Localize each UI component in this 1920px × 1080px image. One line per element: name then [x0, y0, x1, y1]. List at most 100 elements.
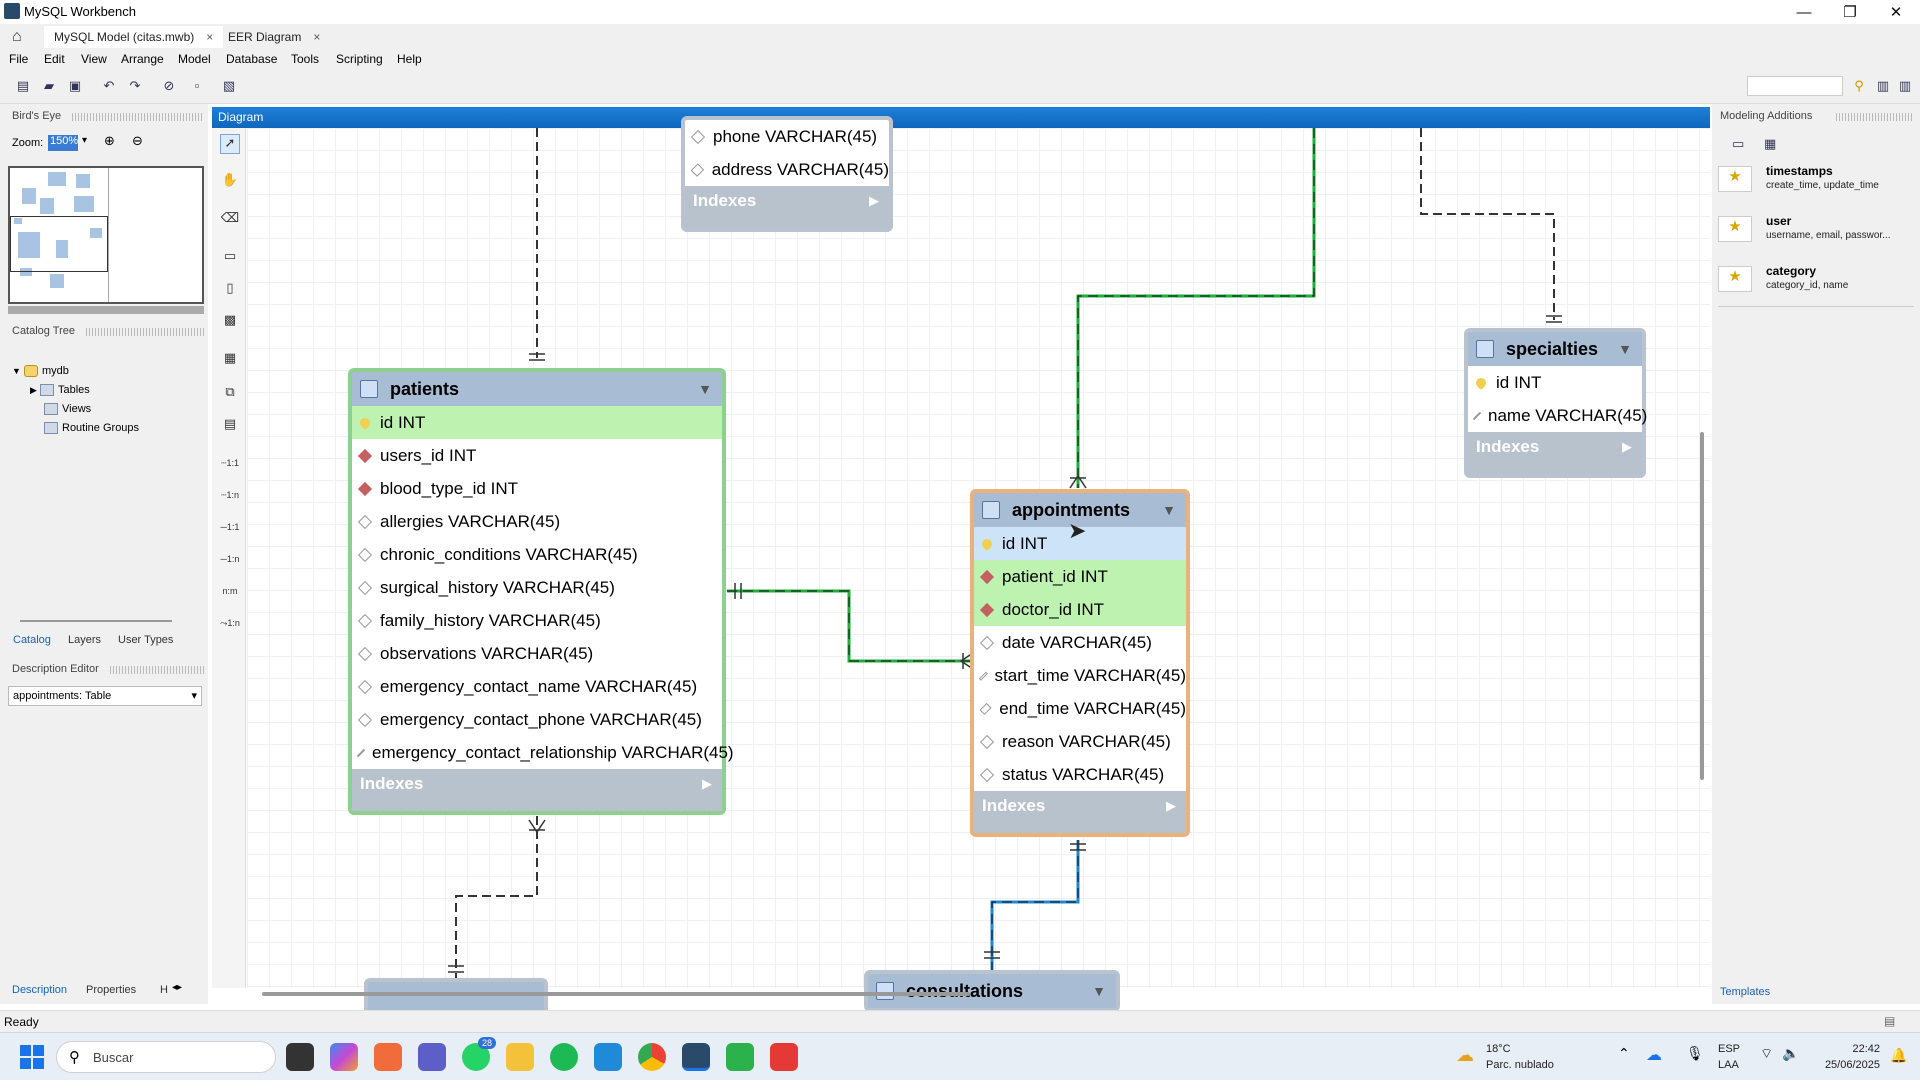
viewport-rectangle[interactable] — [10, 216, 108, 272]
taskbar-search[interactable]: ⚲ Buscar — [56, 1041, 276, 1073]
app-icon-red[interactable] — [770, 1043, 798, 1071]
table-column[interactable]: date VARCHAR(45) — [974, 626, 1186, 659]
expand-right-icon[interactable]: ▶ — [702, 776, 712, 791]
table-column[interactable]: id INT — [352, 406, 722, 439]
indexes-section[interactable]: Indexes▶ — [974, 791, 1186, 821]
table-column[interactable]: id INT — [1468, 366, 1642, 399]
relationship-n-m-icon[interactable]: n:m — [222, 586, 238, 596]
diagram-canvas[interactable]: phone VARCHAR(45) address VARCHAR(45) In… — [247, 116, 1710, 1020]
new-file-icon[interactable]: ▤ — [16, 78, 30, 93]
wifi-icon[interactable]: ⌔ — [1760, 1045, 1774, 1061]
layer-tool-icon[interactable]: ▭ — [223, 248, 237, 263]
keyboard-layout[interactable]: LAA — [1718, 1059, 1739, 1071]
tab-layers[interactable]: Layers — [68, 634, 102, 646]
chevron-down-icon[interactable]: ▾ — [82, 135, 88, 146]
clock-time[interactable]: 22:42 — [1852, 1043, 1880, 1055]
menu-tools[interactable]: Tools — [291, 52, 320, 66]
export-icon[interactable]: ▧ — [222, 78, 236, 93]
table-header[interactable]: consultations▼ — [868, 974, 1116, 1008]
table-column[interactable]: surgical_history VARCHAR(45) — [352, 571, 722, 604]
vertical-scrollbar[interactable] — [1700, 432, 1704, 780]
edit-template-icon[interactable]: ▦ — [1764, 136, 1777, 151]
tab-model[interactable]: MySQL Model (citas.mwb)× — [44, 26, 224, 48]
find-icon[interactable]: ⚲ — [1854, 78, 1864, 93]
tree-node-mydb[interactable]: ▼ mydb — [12, 365, 69, 378]
horizontal-scrollbar[interactable] — [262, 992, 970, 996]
zoom-in-icon[interactable]: ⊕ — [104, 133, 115, 148]
spotify-icon[interactable] — [550, 1043, 578, 1071]
expand-icon[interactable]: ▼ — [12, 366, 21, 376]
layout-right-icon[interactable]: ▥ — [1898, 78, 1912, 93]
tree-node-views[interactable]: Views — [44, 403, 91, 416]
relationship-line[interactable] — [455, 816, 538, 982]
addition-timestamps[interactable]: ★ timestamps create_time, update_time — [1718, 162, 1918, 204]
view-tool-icon[interactable]: ⧉ — [225, 384, 235, 399]
menu-file[interactable]: File — [9, 52, 29, 66]
tree-node-tables[interactable]: ▶ Tables — [30, 384, 90, 397]
clock-date[interactable]: 25/06/2025 — [1824, 1059, 1880, 1071]
table-column[interactable]: observations VARCHAR(45) — [352, 637, 722, 670]
tree-node-routine-groups[interactable]: Routine Groups — [44, 422, 139, 435]
tab-eer-diagram[interactable]: EER Diagram× — [218, 26, 330, 48]
toggle-grid-icon[interactable]: ⊘ — [163, 78, 175, 93]
relationship-1-1-icon[interactable]: ┄1:1 — [221, 458, 239, 468]
table-tool-icon[interactable]: ▦ — [223, 350, 237, 365]
menu-view[interactable]: View — [81, 52, 107, 66]
tab-templates[interactable]: Templates — [1720, 986, 1771, 998]
collapse-icon[interactable]: ▼ — [698, 381, 712, 397]
onedrive-icon[interactable]: ☁ — [1646, 1047, 1662, 1064]
relationship-line[interactable] — [1420, 128, 1555, 320]
pointer-tool-icon[interactable]: ➚ — [220, 134, 240, 154]
save-icon[interactable]: ▣ — [68, 78, 82, 93]
horizontal-scrollbar[interactable] — [20, 620, 172, 622]
align-icon[interactable]: ▫ — [194, 78, 200, 93]
hand-tool-icon[interactable]: ✋ — [221, 172, 239, 187]
table-column[interactable]: emergency_contact_phone VARCHAR(45) — [352, 703, 722, 736]
expand-right-icon[interactable]: ▶ — [1622, 439, 1632, 454]
app-icon-green[interactable] — [726, 1043, 754, 1071]
addition-category[interactable]: ★ category category_id, name — [1718, 262, 1918, 304]
tab-history[interactable]: H — [160, 984, 168, 996]
indexes-section[interactable]: Indexes▶ — [352, 769, 722, 799]
menu-edit[interactable]: Edit — [44, 52, 65, 66]
table-column[interactable]: doctor_id INT — [974, 593, 1186, 626]
relationship-line-selected[interactable] — [727, 589, 973, 663]
note-tool-icon[interactable]: ▯ — [226, 280, 234, 295]
expand-right-icon[interactable]: ▶ — [1166, 798, 1176, 813]
microphone-icon[interactable]: 🎙 — [1686, 1045, 1704, 1061]
table-column[interactable]: emergency_contact_name VARCHAR(45) — [352, 670, 722, 703]
table-column[interactable]: id INT — [974, 527, 1186, 560]
relationship-line-selected[interactable] — [1076, 128, 1316, 488]
table-column[interactable]: patient_id INT — [974, 560, 1186, 593]
tab-user-types[interactable]: User Types — [118, 634, 174, 646]
volume-icon[interactable]: 🔈 — [1782, 1045, 1800, 1061]
windows-start-icon[interactable] — [20, 1045, 44, 1069]
table-column[interactable]: allergies VARCHAR(45) — [352, 505, 722, 538]
home-icon[interactable]: ⌂ — [12, 28, 22, 45]
zoom-input[interactable]: 150% — [48, 135, 78, 151]
zoom-out-icon[interactable]: ⊖ — [132, 133, 143, 148]
undo-icon[interactable]: ↶ — [103, 78, 115, 93]
table-header[interactable]: specialties▼ — [1468, 332, 1642, 366]
chevron-up-icon[interactable]: ⌃ — [1618, 1045, 1630, 1061]
table-column[interactable]: start_time VARCHAR(45) — [974, 659, 1186, 692]
table-header[interactable]: appointments▼ — [974, 493, 1186, 527]
collapse-icon[interactable]: ▼ — [1092, 983, 1106, 999]
vscode-icon[interactable] — [594, 1043, 622, 1071]
layout-left-icon[interactable]: ▥ — [1876, 78, 1890, 93]
add-template-icon[interactable]: ▭ — [1732, 136, 1745, 151]
table-column[interactable]: reason VARCHAR(45) — [974, 725, 1186, 758]
birds-eye-overview[interactable] — [8, 166, 204, 304]
table-column[interactable]: users_id INT — [352, 439, 722, 472]
chrome-icon[interactable] — [638, 1043, 666, 1071]
relationship-1-1-identifying-icon[interactable]: ─1:1 — [220, 522, 240, 532]
table-column[interactable]: family_history VARCHAR(45) — [352, 604, 722, 637]
redo-icon[interactable]: ↷ — [129, 78, 141, 93]
routine-group-tool-icon[interactable]: ▤ — [223, 416, 237, 431]
indexes-section[interactable]: Indexes▶ — [1468, 432, 1642, 462]
table-column[interactable]: chronic_conditions VARCHAR(45) — [352, 538, 722, 571]
menu-arrange[interactable]: Arrange — [121, 52, 164, 66]
table-column[interactable]: phone VARCHAR(45) — [685, 120, 889, 153]
copilot-icon[interactable] — [330, 1043, 358, 1071]
